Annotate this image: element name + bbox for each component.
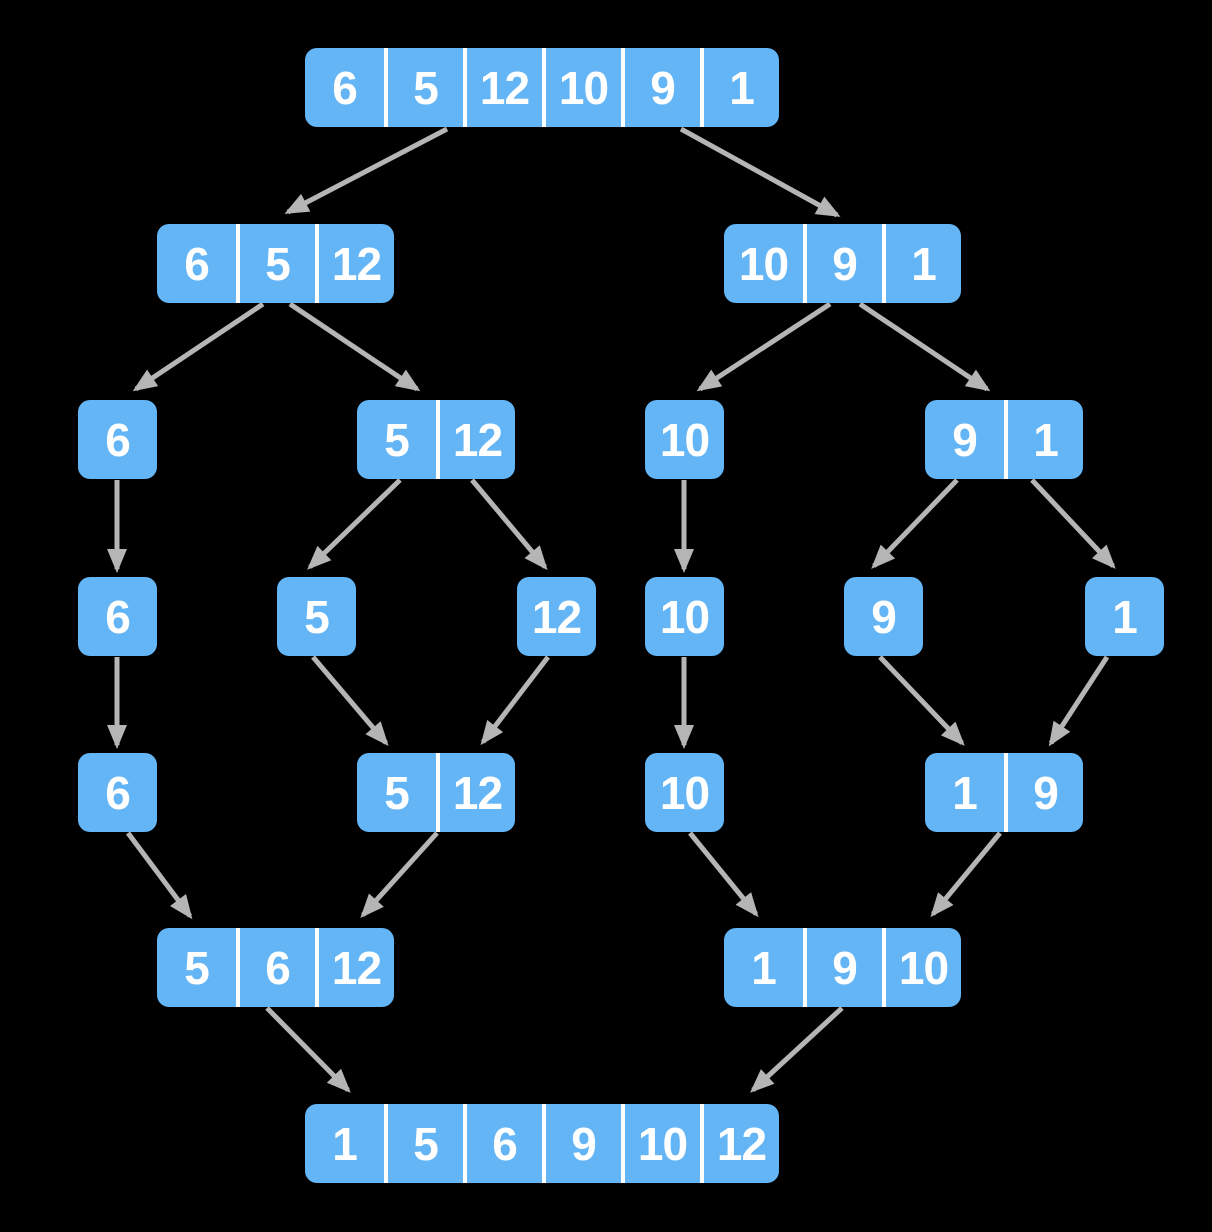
array-cell-l3c-0: 12 <box>531 590 582 643</box>
array-cell-final-0: 1 <box>332 1117 358 1170</box>
array-cell-final-4: 10 <box>621 1104 700 1183</box>
array-cell-r3c-0: 1 <box>1112 590 1138 643</box>
arrow-r3c-to-r4b <box>1048 655 1110 747</box>
array-node-l2a: 6 <box>78 400 157 479</box>
array-cell-l2a-0: 6 <box>105 413 131 466</box>
array-cell-l3a-0: 6 <box>105 590 131 643</box>
array-cell-split-left-0: 6 <box>184 237 210 290</box>
arrow-split-right-to-r2b <box>858 301 991 392</box>
arrow-split-left-to-l2b <box>288 301 421 392</box>
array-node-r2a: 10 <box>645 400 724 479</box>
array-node-l3c: 12 <box>517 577 596 656</box>
array-node-r3b: 9 <box>844 577 923 656</box>
arrow-root-to-split-left <box>284 126 449 215</box>
array-cell-l4b-0: 5 <box>384 766 410 819</box>
array-cell-r4b-1: 9 <box>1004 753 1083 832</box>
array-cell-r2b-0: 9 <box>952 413 978 466</box>
array-cell-r3b-0: 9 <box>871 590 897 643</box>
array-cell-final-1: 5 <box>384 1104 463 1183</box>
array-cell-root-4: 9 <box>621 48 700 127</box>
array-node-r4a: 10 <box>645 753 724 832</box>
array-node-r3a: 10 <box>645 577 724 656</box>
arrow-l3c-to-l4b <box>480 655 550 746</box>
array-cell-split-left-1: 5 <box>236 224 315 303</box>
arrow-l2b-to-l3c <box>470 478 548 571</box>
array-cell-merge-right-1: 9 <box>803 928 882 1007</box>
array-cell-split-right-0: 10 <box>738 237 789 290</box>
array-cell-l2b-1: 12 <box>436 400 515 479</box>
array-cell-merge-left-1: 6 <box>236 928 315 1007</box>
arrow-split-right-to-r2a <box>696 301 832 392</box>
arrow-l2b-to-l3b <box>307 478 402 570</box>
array-cell-merge-left-0: 5 <box>184 941 210 994</box>
array-cell-root-3: 10 <box>542 48 621 127</box>
arrow-r3b-to-r4b <box>878 655 965 746</box>
array-cell-split-left-2: 12 <box>315 224 394 303</box>
array-cell-split-right-1: 9 <box>803 224 882 303</box>
array-node-l3b: 5 <box>277 577 356 656</box>
array-node-l3a: 6 <box>78 577 157 656</box>
array-cell-r4b-0: 1 <box>952 766 978 819</box>
arrow-l4a-to-merge-left <box>125 831 193 920</box>
array-cell-l4b-1: 12 <box>436 753 515 832</box>
array-cell-l4a-0: 6 <box>105 766 131 819</box>
array-cell-l3b-0: 5 <box>304 590 330 643</box>
arrow-l3b-to-l4b <box>311 655 389 747</box>
array-cell-r3a-0: 10 <box>659 590 710 643</box>
array-cell-r2a-0: 10 <box>659 413 710 466</box>
array-node-l4b: 5 12 <box>357 753 515 832</box>
arrow-merge-left-to-final <box>265 1006 351 1093</box>
arrow-r4b-to-merge-right <box>930 831 1002 918</box>
arrow-r4a-to-merge-right <box>688 831 759 918</box>
array-cell-r4a-0: 10 <box>659 766 710 819</box>
array-cell-final-3: 9 <box>542 1104 621 1183</box>
array-node-l2b: 5 12 <box>357 400 515 479</box>
array-cell-root-1: 5 <box>384 48 463 127</box>
array-cell-merge-right-0: 1 <box>751 941 777 994</box>
array-cell-merge-left-2: 12 <box>315 928 394 1007</box>
array-node-r3c: 1 <box>1085 577 1164 656</box>
array-cell-root-0: 6 <box>332 61 358 114</box>
arrow-split-left-to-l2a <box>132 301 265 392</box>
arrow-r2b-to-r3c <box>1030 478 1116 569</box>
array-cell-final-5: 12 <box>700 1104 779 1183</box>
array-cell-root-2: 12 <box>463 48 542 127</box>
array-cell-final-2: 6 <box>463 1104 542 1183</box>
array-cell-l2b-0: 5 <box>384 413 410 466</box>
array-node-l4a: 6 <box>78 753 157 832</box>
array-cell-merge-right-2: 10 <box>882 928 961 1007</box>
arrow-r2b-to-r3b <box>871 478 959 569</box>
arrow-merge-right-to-final <box>750 1006 844 1093</box>
array-cell-root-5: 1 <box>700 48 779 127</box>
arrow-root-to-split-right <box>679 126 841 218</box>
array-cell-split-right-2: 1 <box>882 224 961 303</box>
array-cell-r2b-1: 1 <box>1004 400 1083 479</box>
arrow-l4b-to-merge-left <box>360 831 439 918</box>
